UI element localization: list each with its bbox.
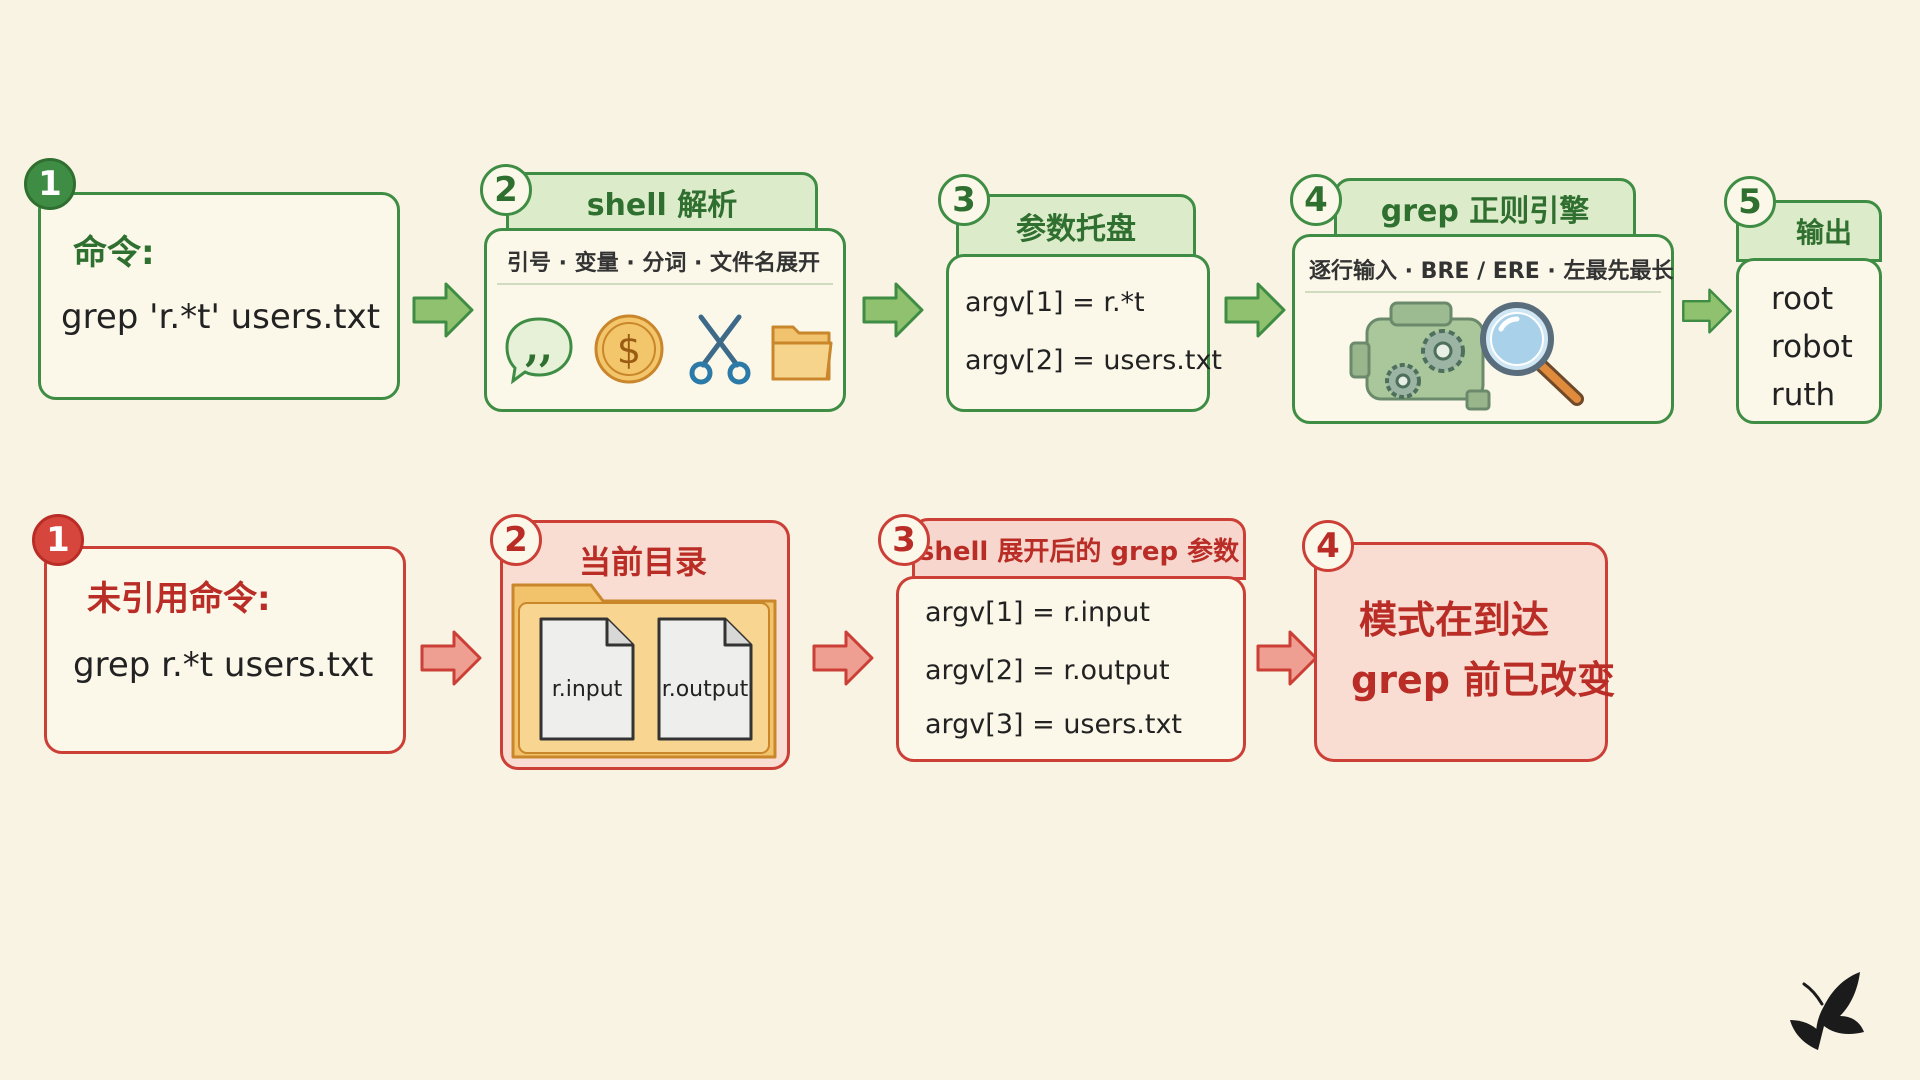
shell-parse-box: 引号 · 变量 · 分词 · 文件名展开 ,, $	[484, 228, 846, 412]
step-2-badge: 2	[490, 514, 542, 566]
output-box: root robot ruth	[1736, 258, 1882, 424]
expanded-args-tab: shell 展开后的 grep 参数	[912, 518, 1246, 580]
argv-tray-box: argv[1] = r.*t argv[2] = users.txt	[946, 254, 1222, 412]
pattern-changed-line: 模式在到达	[1359, 598, 1550, 642]
step-5-badge: 5	[1724, 176, 1776, 228]
scissors-icon	[689, 314, 751, 385]
shell-parse-title: shell 解析	[586, 188, 738, 223]
step-1-badge: 1	[24, 158, 76, 210]
folder-icon	[771, 325, 833, 381]
arrow-icon	[412, 282, 474, 338]
current-dir-box: 当前目录 r.input r.output	[500, 520, 790, 770]
unquoted-command-text: grep r.*t users.txt	[73, 645, 374, 685]
argv-line: argv[2] = users.txt	[965, 345, 1223, 376]
dollar-icon: $	[594, 314, 664, 384]
argv-tray-tab: 参数托盘	[956, 194, 1196, 258]
grep-engine-tab: grep 正则引擎	[1334, 178, 1636, 238]
argv-line: argv[1] = r.input	[925, 597, 1150, 628]
grep-engine-title: grep 正则引擎	[1380, 194, 1590, 229]
pattern-changed-box: 模式在到达 grep 前已改变	[1314, 542, 1615, 762]
current-dir-title: 当前目录	[579, 543, 708, 581]
quote-icon: ,,	[505, 317, 573, 385]
arrow-icon	[1256, 630, 1318, 686]
pattern-changed-line: grep 前已改变	[1351, 658, 1616, 702]
shell-parse-subtitle: 引号 · 变量 · 分词 · 文件名展开	[507, 251, 821, 276]
step-3-badge: 3	[878, 514, 930, 566]
arrow-icon	[1224, 282, 1286, 338]
file-name: r.output	[661, 677, 749, 702]
command-title: 命令:	[73, 233, 155, 273]
output-line: robot	[1771, 329, 1853, 365]
grep-engine-subtitle: 逐行输入 · BRE / ERE · 左最先最长	[1309, 259, 1674, 284]
argv-line: argv[3] = users.txt	[925, 709, 1183, 740]
file-name: r.input	[551, 677, 623, 702]
butterfly-logo-icon	[1790, 972, 1864, 1050]
unquoted-command-box: 未引用命令: grep r.*t users.txt	[44, 546, 406, 754]
arrow-icon	[862, 282, 924, 338]
arrow-icon	[420, 630, 482, 686]
arrow-icon	[1682, 288, 1732, 334]
file-icon	[539, 617, 635, 741]
argv-tray-title: 参数托盘	[1016, 212, 1136, 247]
svg-text:,,: ,,	[525, 324, 553, 371]
step-2-badge: 2	[480, 164, 532, 216]
output-line: ruth	[1771, 377, 1836, 413]
expanded-args-title: shell 展开后的 grep 参数	[918, 536, 1240, 567]
argv-line: argv[2] = r.output	[925, 655, 1170, 686]
command-text: grep 'r.*t' users.txt	[61, 297, 381, 337]
grep-engine-box: 逐行输入 · BRE / ERE · 左最先最长	[1292, 234, 1674, 424]
step-4-badge: 4	[1302, 520, 1354, 572]
step-1-badge: 1	[32, 514, 84, 566]
unquoted-command-title: 未引用命令:	[87, 579, 271, 619]
magnifier-icon	[1480, 302, 1584, 406]
file-icon	[657, 617, 753, 741]
expanded-args-box: argv[1] = r.input argv[2] = r.output arg…	[896, 576, 1246, 762]
argv-line: argv[1] = r.*t	[965, 287, 1145, 318]
svg-text:$: $	[617, 328, 641, 372]
shell-parse-tab: shell 解析	[506, 172, 818, 232]
gears-engine-icon	[1349, 301, 1491, 411]
step-3-badge: 3	[938, 174, 990, 226]
arrow-icon	[812, 630, 874, 686]
step-4-badge: 4	[1290, 174, 1342, 226]
output-line: root	[1771, 281, 1834, 317]
command-box: 命令: grep 'r.*t' users.txt	[38, 192, 400, 400]
output-title: 输出	[1795, 216, 1852, 249]
